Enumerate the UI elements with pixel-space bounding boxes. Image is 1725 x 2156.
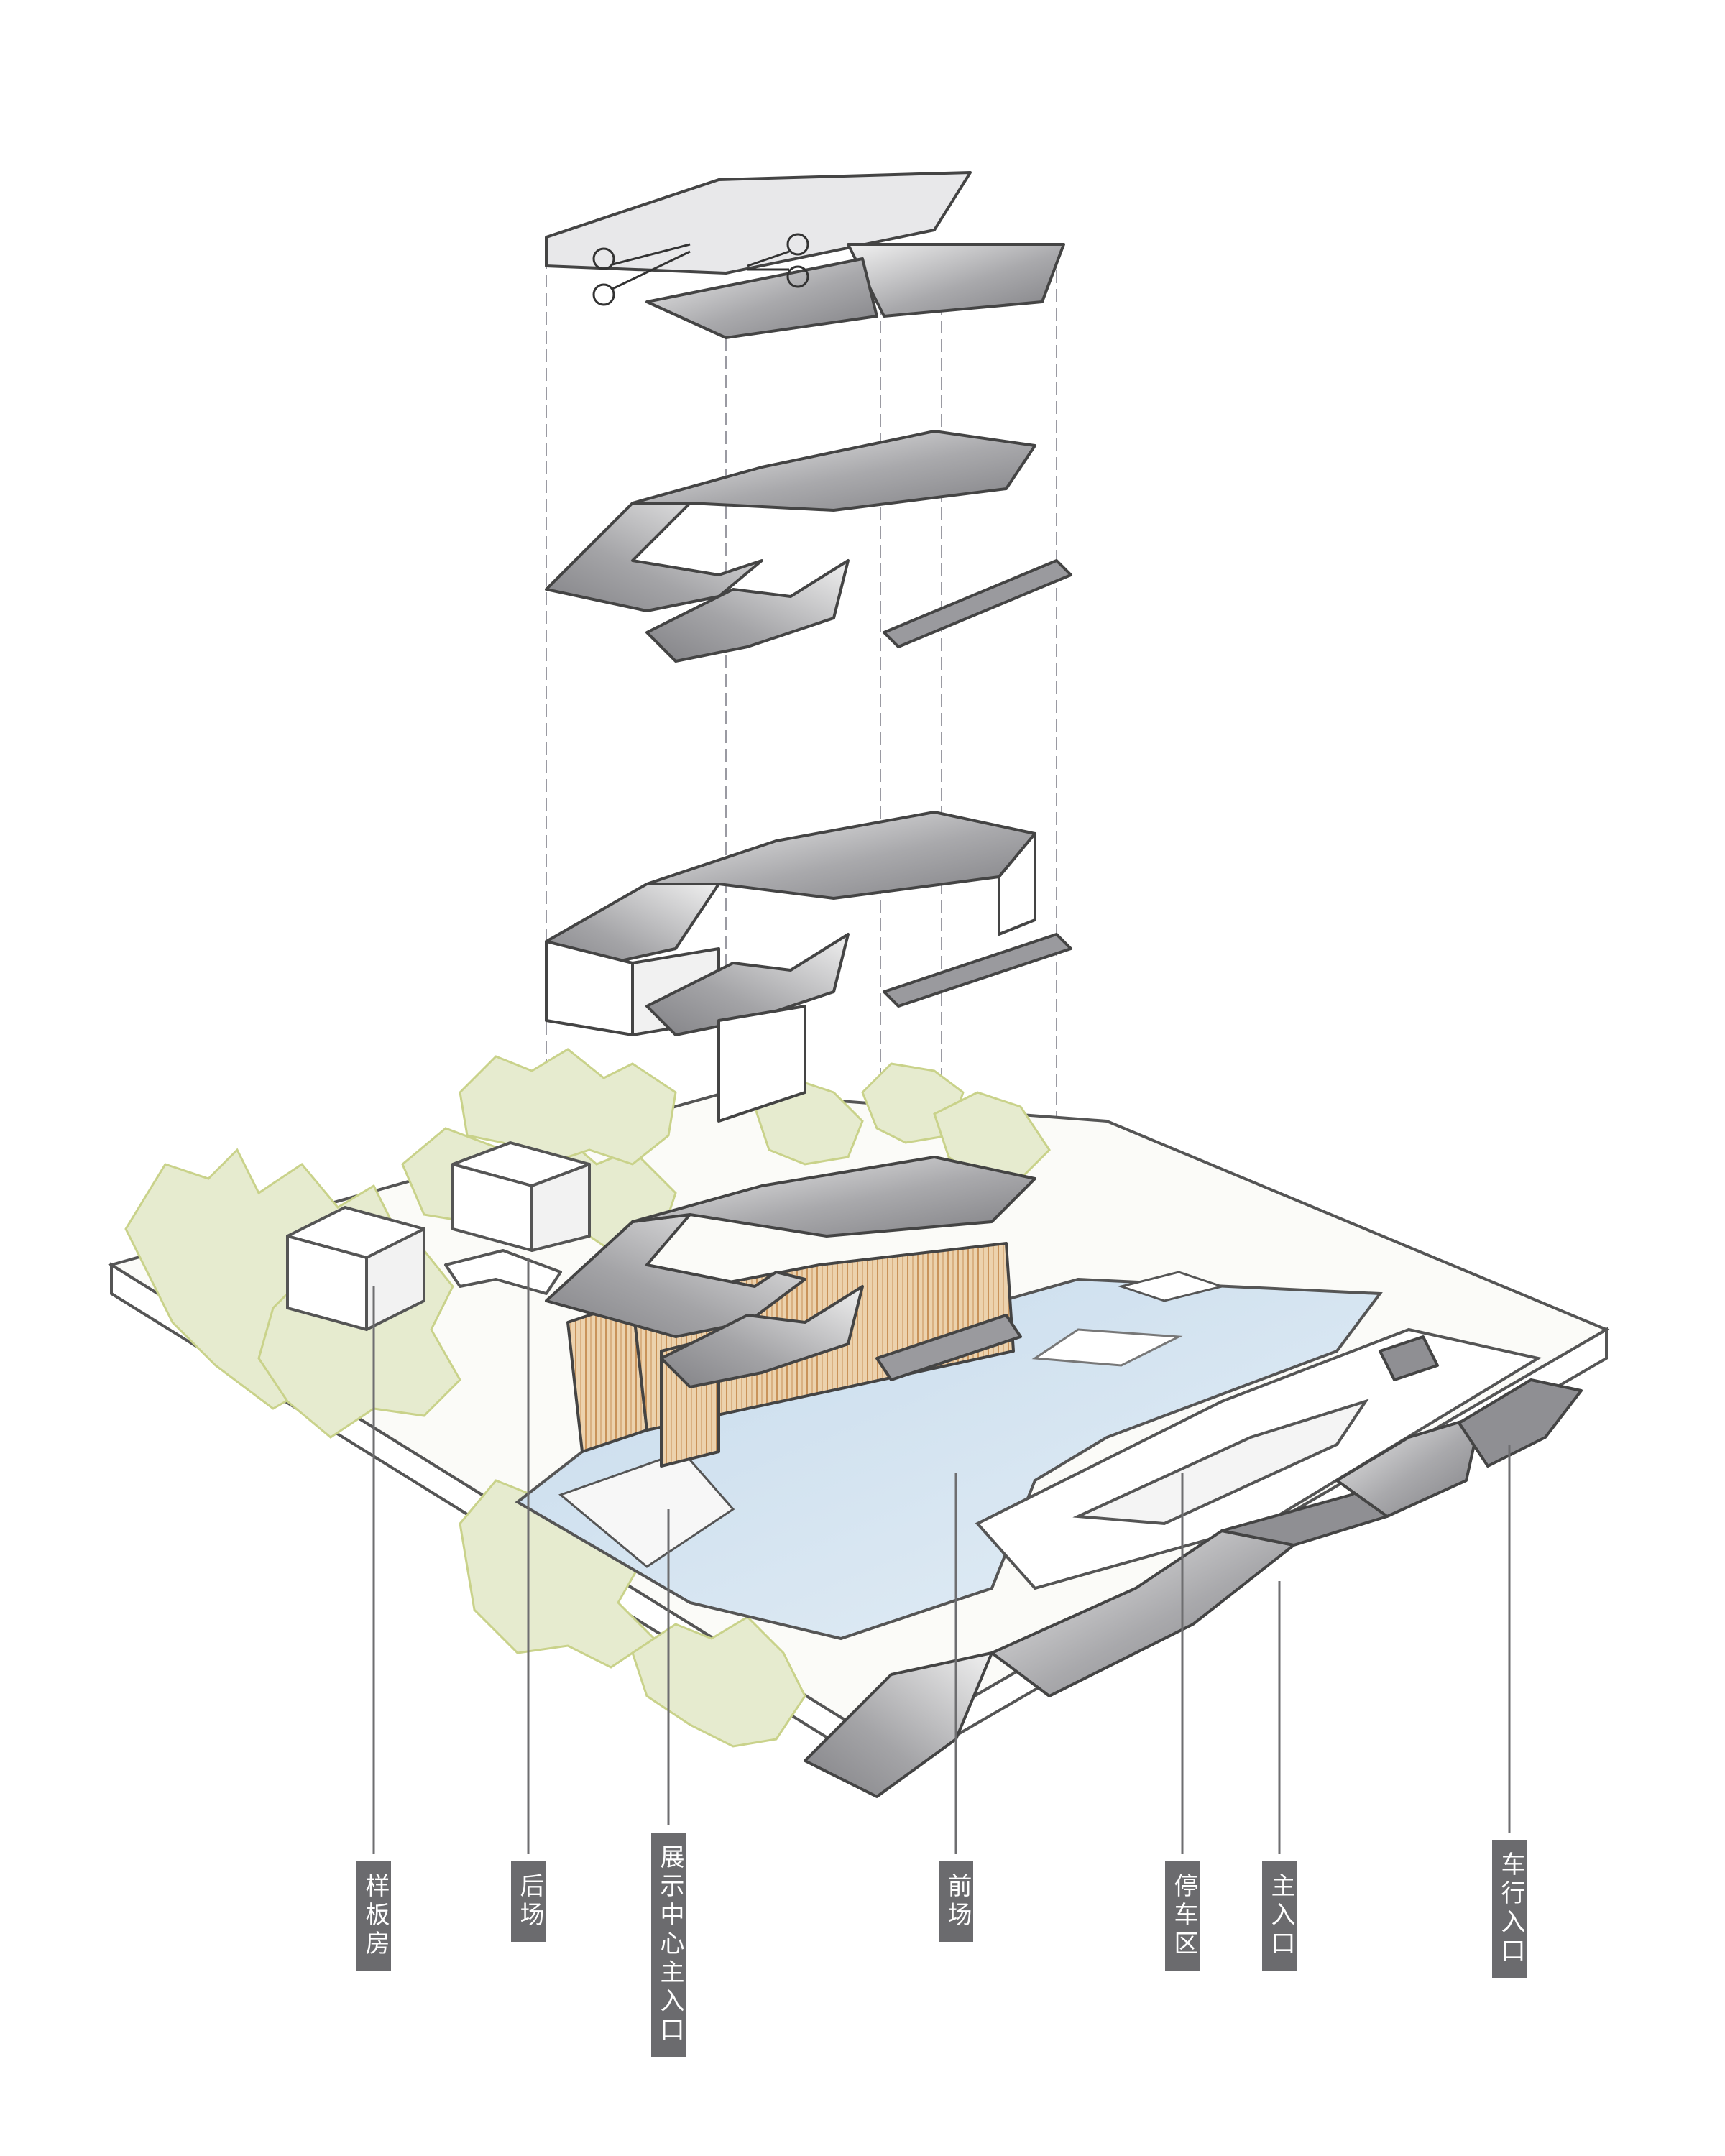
- scissors-icon: [592, 243, 691, 306]
- label-exhibition-main-entrance: 展示中心主入口: [651, 1833, 686, 2057]
- exploded-level-4-top: [545, 171, 1065, 339]
- model-house-blocks: [286, 1141, 591, 1331]
- entrance-canopies: [804, 1335, 1583, 1798]
- parking-structure: [975, 1327, 1542, 1590]
- label-model-house: 样板房: [356, 1861, 391, 1971]
- exploded-level-3: [545, 430, 1072, 663]
- label-back-yard: 后场: [511, 1861, 546, 1942]
- exploded-level-2: [545, 811, 1072, 1123]
- label-vehicle-entrance: 车行入口: [1492, 1840, 1527, 1978]
- label-parking-area: 停车区: [1165, 1861, 1200, 1971]
- label-front-yard: 前场: [939, 1861, 973, 1942]
- exhibition-center-ground: [545, 1156, 1036, 1468]
- scissors-icon: [747, 233, 809, 288]
- label-main-entrance: 主入口: [1262, 1861, 1297, 1971]
- front-yard-pool: [515, 1271, 1383, 1641]
